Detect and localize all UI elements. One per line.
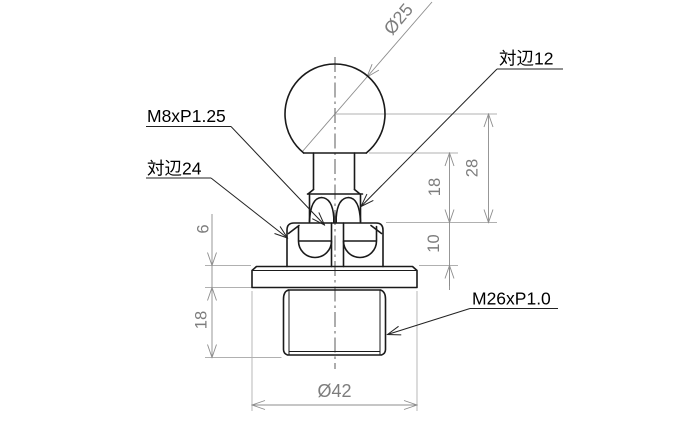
callout-labels: M8xP1.25 対辺24 対辺12 M26xP1.0 Ø25 — [147, 0, 553, 309]
across-flats-12-label: 対辺12 — [499, 49, 553, 69]
ball-diameter-callout: Ø25 — [380, 0, 417, 39]
ball-outline — [284, 63, 386, 154]
dim-18-right: 18 — [426, 178, 444, 196]
dim-6: 6 — [194, 224, 212, 233]
flange-diameter-dim: Ø42 — [317, 381, 351, 401]
body-outline — [282, 289, 387, 356]
across-flats-24-label: 対辺24 — [147, 159, 202, 179]
dim-10: 10 — [425, 234, 443, 252]
stud-thread-label: M8xP1.25 — [147, 106, 226, 126]
part-outline — [251, 63, 418, 356]
flange-outline — [251, 265, 418, 289]
dim-28: 28 — [463, 159, 481, 177]
dimension-lines — [212, 1, 489, 405]
extension-lines — [205, 113, 497, 411]
dim-18-left: 18 — [192, 311, 210, 329]
dimension-texts: 28 18 10 6 18 Ø42 — [192, 159, 481, 401]
body-thread-label: M26xP1.0 — [472, 289, 551, 309]
leader-lines — [146, 68, 563, 335]
